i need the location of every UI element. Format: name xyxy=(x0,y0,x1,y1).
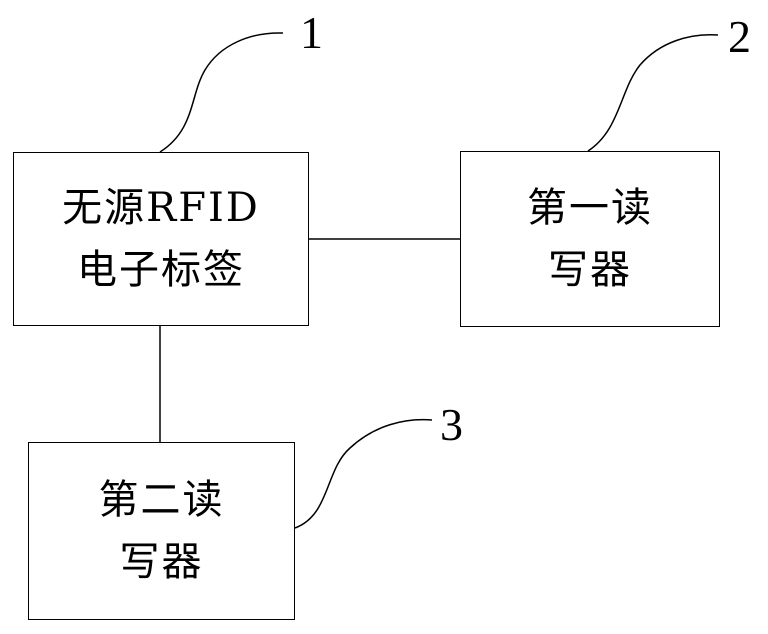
ref-number-1: 1 xyxy=(300,7,323,58)
rfid-tag-box: 无源RFID 电子标签 xyxy=(13,152,309,326)
leader-line-2 xyxy=(587,33,719,152)
second-reader-box: 第二读 写器 xyxy=(28,442,295,620)
rfid-tag-label-line-2: 电子标签 xyxy=(77,247,245,293)
ref-number-2: 2 xyxy=(728,11,751,62)
second-reader-label-line-2: 写器 xyxy=(119,539,204,585)
leader-line-3 xyxy=(294,418,433,529)
ref-number-3: 3 xyxy=(440,399,463,450)
leader-line-1 xyxy=(159,32,284,153)
first-reader-label-line-1: 第一读 xyxy=(527,185,653,231)
first-reader-box: 第一读 写器 xyxy=(460,151,720,327)
rfid-tag-label-line-1: 无源RFID xyxy=(62,185,260,231)
first-reader-label-line-2: 写器 xyxy=(548,247,632,293)
second-reader-label-line-1: 第二读 xyxy=(98,477,225,523)
